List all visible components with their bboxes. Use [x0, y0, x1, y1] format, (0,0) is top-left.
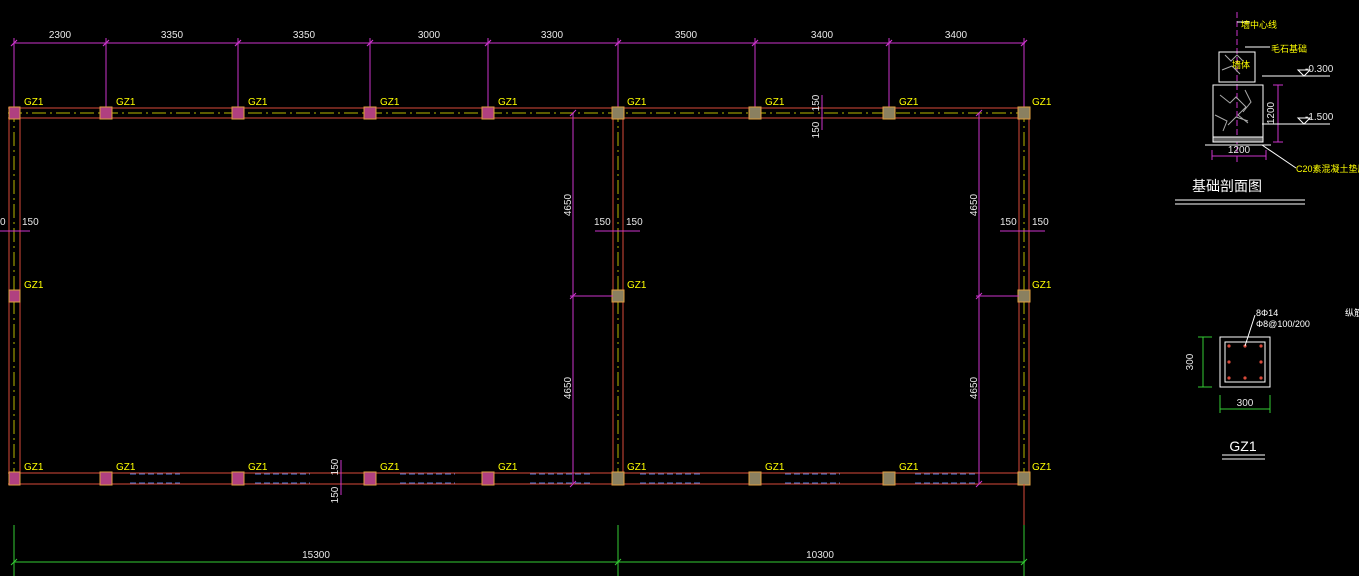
vertical-dimensions [0, 95, 1045, 495]
column-label: GZ1 [498, 462, 518, 473]
column-gz1 [99, 471, 113, 486]
column-label: GZ1 [116, 462, 136, 473]
column-label: GZ1 [24, 462, 44, 473]
vert-dim-4: 4650 [969, 376, 980, 399]
column-gz1 [1017, 289, 1031, 303]
top-dim-5: 3300 [541, 30, 564, 41]
core-label: 墙体 [1232, 59, 1250, 70]
column-label: GZ1 [1032, 97, 1052, 108]
column-gz1 [882, 471, 896, 486]
column-gz1 [99, 106, 113, 120]
column-gz1 [611, 289, 625, 303]
window-openings [130, 473, 975, 484]
column-label: GZ1 [24, 280, 44, 291]
section-width-dim: 1200 [1228, 145, 1251, 156]
column-label: GZ1 [899, 462, 919, 473]
wall-centerlines [8, 108, 1030, 484]
column-gz1 [611, 106, 625, 120]
column-gz1 [231, 471, 245, 486]
section-height-dim: 1200 [1266, 101, 1277, 124]
column-gz1 [8, 106, 21, 120]
column-label: GZ1 [248, 462, 268, 473]
wall-thickness-dim: 150 [594, 217, 611, 228]
gz1-width-dim: 300 [1237, 398, 1254, 409]
elev-top: -0.300 [1305, 64, 1334, 75]
column-label: GZ1 [765, 97, 785, 108]
column-gz1 [748, 471, 762, 486]
walls [8, 107, 1030, 485]
wall-thickness-dim: 150 [330, 458, 341, 475]
column-label: GZ1 [380, 97, 400, 108]
left-partial-dim: 0 [0, 217, 6, 228]
column-gz1 [1017, 471, 1031, 486]
column-gz1 [8, 289, 21, 303]
top-dim-6: 3500 [675, 30, 698, 41]
top-dimension-chain [10, 38, 1028, 108]
foundation-section [1175, 12, 1330, 205]
column-label: GZ1 [627, 462, 647, 473]
column-label: GZ1 [116, 97, 136, 108]
wall-center-label: 墙中心线 [1241, 19, 1277, 30]
rebar-stirrup: Φ8@100/200 [1256, 319, 1310, 329]
wall-thickness-dim: 150 [330, 486, 341, 503]
column-label: GZ1 [765, 462, 785, 473]
gz1-height-dim: 300 [1185, 353, 1196, 370]
bottom-dim-2: 10300 [806, 550, 834, 561]
wall-thickness-dim: 150 [1032, 217, 1049, 228]
vert-dim-2: 4650 [563, 376, 574, 399]
column-label: GZ1 [380, 462, 400, 473]
column-gz1 [363, 106, 377, 120]
wall-thickness-dim: 150 [811, 94, 822, 111]
side-note: 纵筋 [1345, 307, 1359, 318]
column-label: GZ1 [24, 97, 44, 108]
column-label: GZ1 [248, 97, 268, 108]
top-dim-1: 2300 [49, 30, 72, 41]
bottom-dim-1: 15300 [302, 550, 330, 561]
column-label: GZ1 [627, 280, 647, 291]
bottom-dimension-chain [10, 525, 1028, 576]
column-gz1 [882, 106, 896, 120]
gz1-title: GZ1 [1229, 438, 1256, 454]
elev-bottom: -1.500 [1305, 112, 1334, 123]
top-dim-2: 3350 [161, 30, 184, 41]
column-label: GZ1 [899, 97, 919, 108]
column-gz1 [231, 106, 245, 120]
column-gz1 [611, 471, 625, 486]
section-title: 基础剖面图 [1192, 178, 1262, 195]
cushion-label: C20素混凝土垫层 [1296, 163, 1359, 174]
column-gz1 [8, 471, 21, 486]
rebar-main: 8Φ14 [1256, 308, 1278, 318]
column-label: GZ1 [627, 97, 647, 108]
gz1-detail [1198, 314, 1271, 460]
rubble-label: 毛石基础 [1271, 43, 1307, 54]
column-label: GZ1 [1032, 280, 1052, 291]
vert-dim-3: 4650 [969, 193, 980, 216]
column-gz1 [748, 106, 762, 120]
columns [8, 106, 1031, 486]
column-gz1 [363, 471, 377, 486]
vert-dim-1: 4650 [563, 193, 574, 216]
wall-thickness-dim: 150 [811, 121, 822, 138]
column-gz1 [481, 471, 495, 486]
column-gz1 [481, 106, 495, 120]
top-dim-8: 3400 [945, 30, 968, 41]
column-label: GZ1 [1032, 462, 1052, 473]
wall-thickness-dim: 150 [626, 217, 643, 228]
column-gz1 [1017, 106, 1031, 120]
top-dim-4: 3000 [418, 30, 441, 41]
wall-thickness-dim: 150 [1000, 217, 1017, 228]
column-label: GZ1 [498, 97, 518, 108]
wall-thickness-dim: 150 [22, 217, 39, 228]
top-dim-7: 3400 [811, 30, 834, 41]
top-dim-3: 3350 [293, 30, 316, 41]
